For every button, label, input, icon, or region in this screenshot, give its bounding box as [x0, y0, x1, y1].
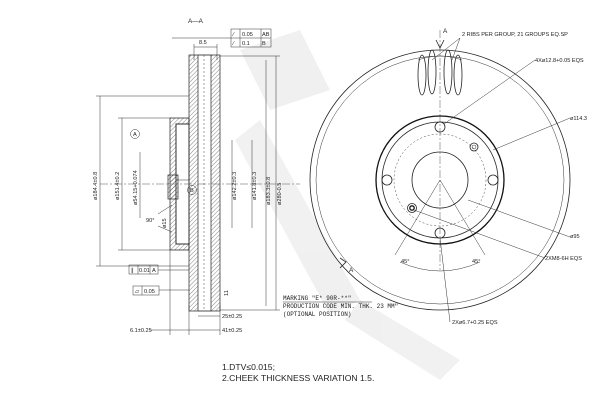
outer-dia: ø184.4±0.8 — [93, 172, 99, 200]
chamfer-angle: 90° — [146, 218, 154, 224]
bottom-dimensions: 25±0.25 41±0.25 6.1±0.25 — [130, 250, 242, 335]
hat-depth: 25±0.25 — [222, 314, 242, 320]
tol-flat: 0.05 — [144, 289, 155, 295]
bore-dia: ø54.15+0.074 — [133, 170, 139, 205]
flat-symbol-icon: ▱ — [135, 289, 140, 295]
center-bore — [411, 151, 469, 209]
leaders — [394, 37, 571, 323]
gdt-frame-top: ⁄ 0.05 AB ⁄ 0.1 B — [230, 28, 272, 48]
marking-line2: PRODUCTION CODE MIN. THK. 23 MM" — [283, 303, 398, 310]
thread-label: 2XM8-6H EQS — [545, 256, 582, 262]
angle-right: 45° — [472, 259, 480, 265]
friction-ring-inner — [210, 54, 221, 312]
front-view: A A — [309, 28, 587, 326]
flatness-tol: 0.05 — [242, 32, 253, 38]
notes: 1.DTV≤0.015; 2.CHEEK THICKNESS VARIATION… — [222, 362, 374, 383]
hub-chamfer — [167, 174, 179, 200]
note-line1: 1.DTV≤0.015; — [222, 362, 275, 372]
flatness-ref: AB — [262, 32, 270, 38]
left-dimensions: ø184.4±0.8 ø151.4±0.2 ø54.15+0.074 A B 9… — [93, 95, 197, 267]
tol-parallel: 0.01 — [139, 268, 150, 274]
holes-bottom: 2Xø6.7+0.25 EQS — [452, 320, 498, 326]
face-dia: ø183.3±0.8 — [266, 177, 272, 205]
outer-disc — [309, 49, 571, 311]
pcd-dia: ø142.2±0.3 — [232, 172, 238, 200]
wheel-holes — [381, 121, 499, 239]
section-title: A—A — [188, 18, 204, 25]
runout-symbol-icon: ⁄ — [231, 41, 235, 47]
datum-a: A — [133, 132, 137, 138]
vent-ribs — [417, 49, 463, 96]
marking-line3: (OPTIONAL POSITION) — [283, 311, 351, 318]
parallel-symbol-icon: ∥ — [131, 267, 134, 274]
right-dimensions: ø142.2±0.3 ø141.8±0.3 ø183.3±0.8 ø280-0.… — [220, 55, 283, 311]
rib-note: 2 RIBS PER GROUP, 21 GROUPS EQ.SP — [462, 32, 568, 38]
runout-ref: B — [262, 41, 266, 47]
hub-thk: 6.1±0.25 — [130, 328, 152, 334]
width-dim: 8.5 — [199, 40, 207, 46]
tol-parallel-ref: A — [152, 268, 156, 274]
note-line2: 2.CHEEK THICKNESS VARIATION 1.5. — [222, 373, 374, 383]
holes-top: 4Xø12.8+0.05 EQS — [535, 58, 584, 64]
thread-holes — [407, 142, 479, 213]
hub-dia: ø151.4±0.2 — [115, 172, 121, 200]
hat-circle — [375, 115, 505, 245]
section-label-a: A — [349, 267, 354, 274]
runout-tol: 0.1 — [242, 41, 250, 47]
angle-left: 45° — [401, 259, 409, 265]
friction-ring-outer — [188, 54, 199, 312]
view-label-a: A — [443, 28, 448, 35]
pcd-label: ø114.3 — [570, 116, 587, 122]
disc-dia: ø280-0.5 — [277, 183, 283, 205]
section-view: A—A ⁄ 0.05 AB ⁄ 0.1 B 8.5 — [93, 18, 300, 335]
flatness-symbol-icon: ⁄ — [231, 32, 235, 38]
gdt-frame-lower: ∥ 0.01 A ▱ 0.05 11 — [128, 264, 230, 296]
total-thk: 41±0.25 — [222, 328, 242, 334]
marking-line1: MARKING "E* 90R-**" — [283, 295, 351, 302]
rib-dim: 11 — [224, 290, 230, 296]
datum-b: B — [190, 188, 194, 194]
marking-note: MARKING "E* 90R-**" PRODUCTION CODE MIN.… — [283, 295, 398, 318]
chamfer-dia: ø15 — [162, 218, 168, 228]
vent-dia: ø141.8±0.3 — [252, 172, 258, 200]
center-dia-label: ø95 — [570, 234, 580, 240]
